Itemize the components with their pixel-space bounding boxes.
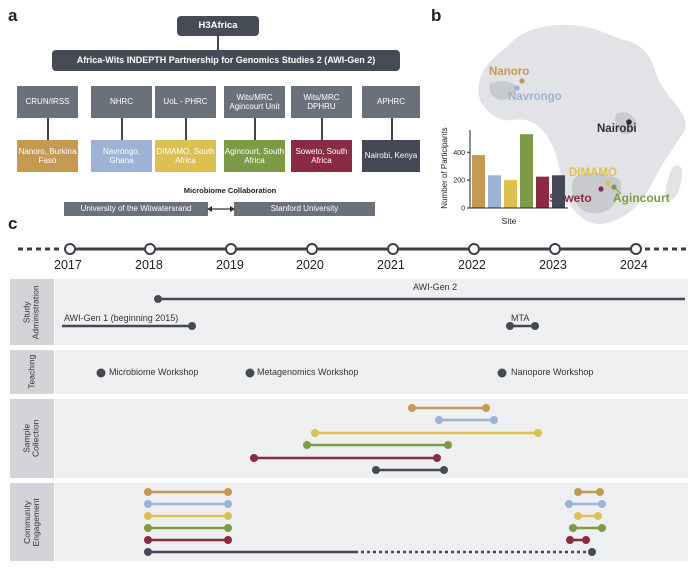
map-label-nairobi: Nairobi bbox=[597, 123, 637, 135]
bar-dimamo bbox=[504, 180, 517, 208]
year-marker-2019 bbox=[225, 243, 237, 255]
chart-ylabel: Number of Participants bbox=[440, 127, 449, 208]
year-2024: 2024 bbox=[620, 258, 648, 272]
panel-c-letter: c bbox=[8, 214, 18, 233]
year-2018: 2018 bbox=[135, 258, 163, 272]
pin-dimamo bbox=[605, 180, 611, 186]
chart-xlabel: Site bbox=[502, 216, 517, 226]
label-nanopore-workshop: Nanopore Workshop bbox=[511, 367, 594, 377]
pin-nanoro bbox=[519, 78, 525, 84]
kenya-region bbox=[615, 112, 636, 135]
institute-uol: UoL - PHRC bbox=[155, 86, 216, 118]
label-mta: MTA bbox=[511, 313, 530, 323]
year-marker-2024 bbox=[630, 243, 642, 255]
label-microbiome-workshop: Microbiome Workshop bbox=[109, 367, 199, 377]
site-dimamo: DIMAMO, South Africa bbox=[155, 140, 216, 172]
africa-outline bbox=[478, 24, 686, 225]
year-marker-2022 bbox=[468, 243, 480, 255]
map-label-dimamo: DIMAMO bbox=[569, 167, 617, 179]
institute-aphrc: APHRC bbox=[362, 86, 420, 118]
map-label-agincourt: Agincourt bbox=[613, 191, 670, 205]
year-2021: 2021 bbox=[377, 258, 405, 272]
section-teaching-label: Teaching bbox=[10, 350, 54, 394]
pin-nairobi bbox=[626, 119, 632, 125]
label-awigen2: AWI-Gen 2 bbox=[413, 282, 458, 292]
connector-line bbox=[391, 118, 393, 140]
map-site-markers bbox=[514, 78, 632, 195]
pin-soweto bbox=[598, 186, 604, 192]
section-admin-bg bbox=[55, 279, 688, 345]
institute-nhrc: NHRC bbox=[91, 86, 152, 118]
year-marker-2023 bbox=[549, 243, 561, 255]
section-teaching-bg bbox=[55, 350, 688, 394]
section-community-bg bbox=[55, 483, 688, 561]
year-2023: 2023 bbox=[539, 258, 567, 272]
connector-line bbox=[47, 118, 49, 140]
year-marker-2021 bbox=[387, 243, 399, 255]
section-admin-label: Study Administration bbox=[10, 279, 54, 345]
pin-navrongo bbox=[514, 85, 520, 91]
year-marker-2017 bbox=[64, 243, 76, 255]
ytick-label: 0 bbox=[461, 206, 465, 213]
connector-line bbox=[121, 118, 123, 140]
year-2022: 2022 bbox=[458, 258, 486, 272]
panel-b-letter: b bbox=[431, 6, 442, 25]
year-2017: 2017 bbox=[54, 258, 82, 272]
connector-line bbox=[254, 118, 256, 140]
collab-stanford-box: Stanford University bbox=[234, 202, 375, 216]
connector-line bbox=[217, 36, 219, 50]
site-navrongo: Navrongo, Ghana bbox=[91, 140, 152, 172]
connector-line bbox=[185, 118, 187, 140]
institute-crun: CRUN/IRSS bbox=[17, 86, 78, 118]
bar-nanoro bbox=[472, 155, 485, 208]
h3africa-box: H3Africa bbox=[177, 16, 259, 36]
timeline-axis bbox=[18, 243, 690, 255]
madagascar-shape bbox=[665, 165, 683, 201]
institute-agincourt: Wits/MRC Agincourt Unit bbox=[224, 86, 285, 118]
label-metagenomics-workshop: Metagenomics Workshop bbox=[257, 367, 359, 377]
connector-line bbox=[321, 118, 323, 140]
participants-bar-chart: 0 200 400 Number of Participants Site bbox=[440, 127, 568, 226]
year-marker-2020 bbox=[306, 243, 318, 255]
awigen2-box: Africa-Wits INDEPTH Partnership for Geno… bbox=[52, 50, 400, 71]
map-label-nanoro: Nanoro bbox=[489, 66, 530, 78]
site-nanoro: Nanoro, Burkina Faso bbox=[17, 140, 78, 172]
institute-dphru: Wits/MRC DPHRU bbox=[291, 86, 352, 118]
section-sample-label: Sample Collection bbox=[10, 399, 54, 478]
ytick-label: 400 bbox=[453, 150, 465, 157]
agincourt-leader-line bbox=[613, 186, 622, 195]
bar-agincourt bbox=[520, 134, 533, 208]
year-2020: 2020 bbox=[296, 258, 324, 272]
section-sample-bg bbox=[55, 399, 688, 478]
double-arrow-icon bbox=[207, 206, 235, 212]
bar-soweto bbox=[536, 176, 549, 208]
west-africa-region bbox=[489, 81, 517, 100]
year-marker-2018 bbox=[144, 243, 156, 255]
map-label-navrongo: Navrongo bbox=[508, 91, 562, 103]
site-soweto: Soweto, South Africa bbox=[291, 140, 352, 172]
collab-wits-box: University of the Witwatersrand bbox=[64, 202, 208, 216]
panel-a-letter: a bbox=[8, 6, 18, 25]
section-community-label: Community Engagement bbox=[10, 483, 54, 561]
bar-nairobi bbox=[552, 175, 565, 208]
bar-navrongo bbox=[488, 175, 501, 208]
site-agincourt: Agincourt, South Africa bbox=[224, 140, 285, 172]
collab-title: Microbiome Collaboration bbox=[183, 186, 277, 195]
ytick-label: 200 bbox=[453, 178, 465, 185]
label-awigen1: AWI-Gen 1 (beginning 2015) bbox=[64, 313, 179, 323]
year-2019: 2019 bbox=[216, 258, 244, 272]
site-nairobi: Nairobi, Kenya bbox=[362, 140, 420, 172]
